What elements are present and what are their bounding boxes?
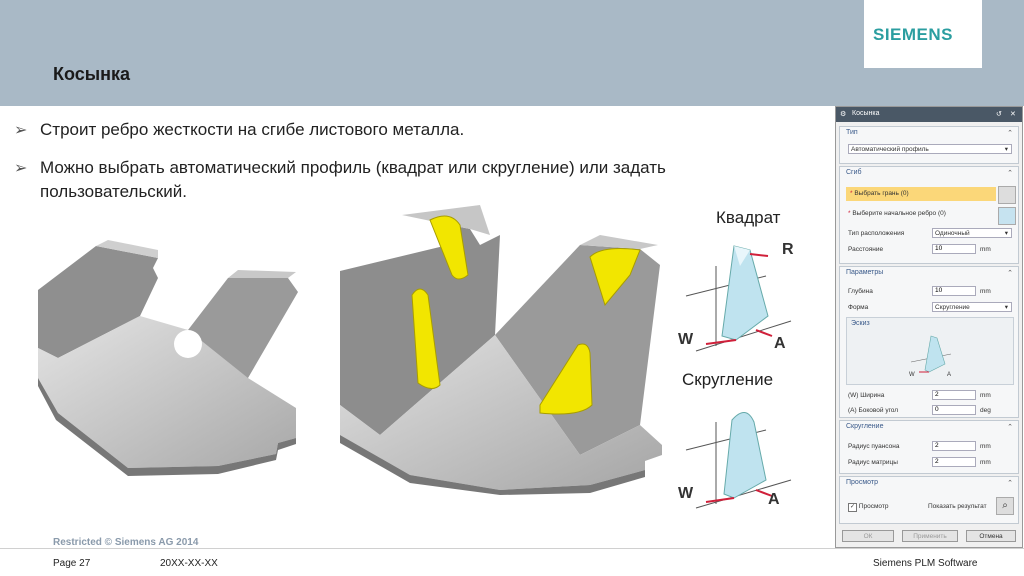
group-parameters-header[interactable]: Параметры	[846, 269, 884, 276]
group-preview-header[interactable]: Просмотр	[846, 479, 878, 486]
dim-W-round: W	[678, 485, 694, 502]
slide-title: Косынка	[53, 64, 131, 84]
bullet-text-2: Можно выбрать автоматический профиль (кв…	[40, 158, 666, 201]
type-select[interactable]: Автоматический профиль ▾	[848, 144, 1012, 154]
shape-label: Форма	[848, 304, 869, 311]
slide-header	[0, 0, 1024, 106]
dim-R: R	[782, 241, 794, 258]
select-face-row[interactable]: * Выбрать грань (0)	[846, 187, 996, 201]
depth-input[interactable]	[932, 286, 976, 296]
square-gusset-diagram: R W A	[678, 241, 794, 352]
round-gusset-diagram: W A	[678, 412, 792, 509]
depth-label: Глубина	[848, 288, 873, 295]
preview-checkbox-row[interactable]: ✓ Просмотр	[848, 503, 889, 512]
distance-label: Расстояние	[848, 246, 884, 253]
side-angle-unit[interactable]: deg	[980, 407, 991, 414]
chevron-down-icon: ▾	[1004, 304, 1008, 311]
logo-box	[864, 0, 982, 68]
punch-radius-unit[interactable]: mm	[980, 443, 991, 450]
group-type: Тип ⌃ Автоматический профиль ▾	[839, 126, 1019, 164]
restricted-notice: Restricted © Siemens AG 2014	[53, 537, 199, 548]
siemens-logo: SIEMENS	[873, 25, 954, 44]
distance-unit[interactable]: mm	[980, 246, 991, 253]
chevron-up-icon[interactable]: ⌃	[1007, 130, 1013, 137]
sketch-gusset-icon: W A	[909, 335, 952, 378]
placement-select[interactable]: Одиночный ▾	[932, 228, 1012, 238]
select-face-label: Выбрать грань (0)	[854, 190, 909, 197]
apply-button[interactable]: Применить	[902, 530, 958, 542]
required-asterisk-icon: *	[848, 210, 851, 217]
shape-value: Скругление	[935, 304, 970, 311]
page-number: Page 27	[53, 558, 91, 569]
ok-button[interactable]: ОК	[842, 530, 894, 542]
dim-A-square: A	[774, 335, 786, 352]
cancel-button[interactable]: Отмена	[966, 530, 1016, 542]
chevron-up-icon[interactable]: ⌃	[1007, 170, 1013, 177]
bullet-marker-1: ➢	[14, 122, 28, 139]
label-square: Квадрат	[716, 208, 781, 227]
shape-select[interactable]: Скругление ▾	[932, 302, 1012, 312]
group-parameters: Параметры ⌃ Глубина mm Форма Скругление …	[839, 266, 1019, 418]
reset-icon[interactable]: ↺	[996, 111, 1002, 118]
gear-icon: ⚙	[840, 111, 847, 118]
group-rounding-header[interactable]: Скругление	[846, 423, 884, 430]
group-bend: Сгиб ⌃ * Выбрать грань (0) * Выберите на…	[839, 166, 1019, 264]
group-preview: Просмотр ⌃ ✓ Просмотр Показать результат…	[839, 476, 1019, 524]
width-label: (W) Ширина	[848, 392, 885, 399]
sheet-metal-part-with-gussets	[340, 205, 662, 495]
bullet-marker-2: ➢	[14, 160, 28, 177]
group-type-header[interactable]: Тип	[846, 129, 858, 136]
width-unit[interactable]: mm	[980, 392, 991, 399]
die-radius-label: Радиус матрицы	[848, 459, 898, 466]
chevron-up-icon[interactable]: ⌃	[1007, 480, 1013, 487]
chevron-down-icon: ▾	[1004, 230, 1008, 237]
chevron-down-icon: ▾	[1004, 146, 1008, 153]
sketch-dim-W: W	[909, 372, 915, 378]
select-edge-label: Выберите начальное ребро (0)	[852, 210, 946, 217]
sketch-dim-A: A	[947, 372, 951, 378]
bullet-text-1: Строит ребро жесткости на сгибе листовог…	[40, 120, 465, 139]
placement-label: Тип расположения	[848, 230, 905, 237]
preview-checkbox[interactable]: ✓	[848, 503, 857, 512]
punch-radius-label: Радиус пуансона	[848, 443, 900, 450]
preview-label: Просмотр	[858, 503, 889, 510]
distance-input[interactable]	[932, 244, 976, 254]
placement-value: Одиночный	[935, 230, 970, 237]
magnifier-icon[interactable]: ⌕	[996, 497, 1014, 515]
group-rounding: Скругление ⌃ Радиус пуансона mm Радиус м…	[839, 420, 1019, 474]
width-input[interactable]	[932, 390, 976, 400]
die-radius-unit[interactable]: mm	[980, 459, 991, 466]
side-angle-input[interactable]	[932, 405, 976, 415]
depth-unit[interactable]: mm	[980, 288, 991, 295]
sketch-header: Эскиз	[851, 320, 870, 327]
punch-radius-input[interactable]	[932, 441, 976, 451]
dim-A-round: A	[768, 491, 780, 508]
close-icon[interactable]: ✕	[1010, 111, 1016, 118]
dim-W-square: W	[678, 331, 694, 348]
group-bend-header[interactable]: Сгиб	[846, 169, 862, 176]
footer-date: 20XX-XX-XX	[160, 558, 218, 569]
show-result-label: Показать результат	[928, 503, 987, 510]
select-edge-icon[interactable]	[998, 207, 1016, 225]
required-asterisk-icon: *	[850, 190, 853, 197]
dialog-title: Косынка	[852, 110, 880, 117]
label-round: Скругление	[682, 370, 774, 389]
sketch-panel: Эскиз W A	[846, 317, 1014, 385]
select-face-icon[interactable]	[998, 186, 1016, 204]
type-select-value: Автоматический профиль	[851, 146, 929, 153]
footer-company: Siemens PLM Software	[873, 558, 978, 569]
side-angle-label: (A) Боковой угол	[848, 407, 899, 414]
sheet-metal-part-plain	[38, 240, 298, 476]
footer-divider	[0, 548, 1024, 549]
chevron-up-icon[interactable]: ⌃	[1007, 424, 1013, 431]
chevron-up-icon[interactable]: ⌃	[1007, 270, 1013, 277]
die-radius-input[interactable]	[932, 457, 976, 467]
gusset-dialog: ⚙ Косынка ↺ ✕ Тип ⌃ Автоматический профи…	[835, 106, 1023, 548]
dialog-titlebar: ⚙ Косынка ↺ ✕	[836, 107, 1022, 122]
select-edge-row[interactable]: * Выберите начальное ребро (0)	[848, 210, 946, 217]
